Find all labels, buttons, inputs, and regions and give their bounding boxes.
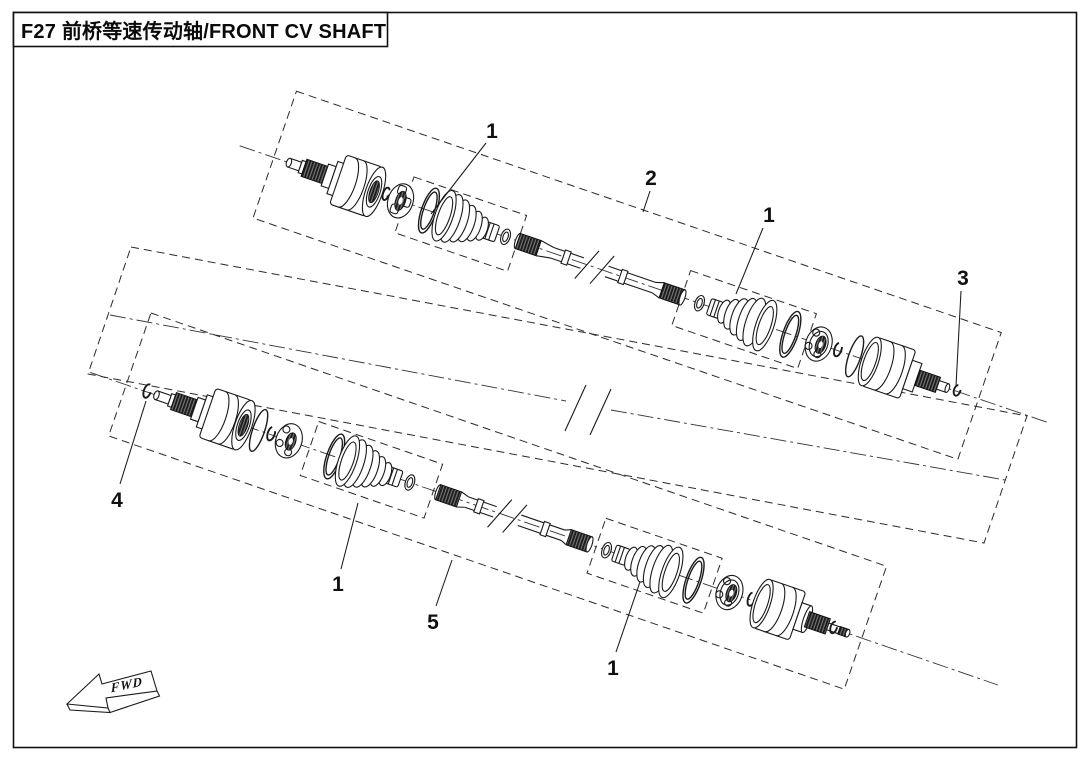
boot-ring-large [779, 310, 802, 358]
boot-clamp-small [500, 228, 512, 246]
callout-2: 2 [645, 167, 657, 190]
cv-boot [334, 435, 404, 488]
inner-stub-shaft [285, 157, 337, 190]
retaining-circlip-icon [381, 186, 391, 201]
internal-spline-bore [368, 180, 380, 204]
callout-1d: 1 [607, 657, 619, 680]
inner-joint-cage [386, 183, 415, 219]
snap-ring-icon [266, 426, 277, 442]
fwd-direction-marker: FWD [65, 670, 161, 714]
inner-joint-cage [274, 423, 303, 459]
axle-shaft-upper [513, 232, 687, 306]
cv-boot-kit-inner [417, 187, 512, 246]
outer-joint-housing [749, 578, 851, 640]
cv-boot [706, 297, 778, 352]
outer-joint-housing [857, 336, 951, 399]
complete-shaft-group-box [87, 246, 1028, 544]
large-circlip-icon [248, 408, 269, 453]
boot-ring-large [682, 556, 705, 604]
shaft-break-marks [487, 499, 528, 533]
upper-cv-shaft-assembly [239, 90, 1050, 460]
cv-boot [611, 544, 684, 599]
callout-1a: 1 [486, 120, 498, 143]
callout-1c: 1 [332, 573, 344, 596]
cv-boot-kit-outer [600, 541, 705, 604]
shaft-circlip-icon [142, 383, 153, 399]
spline-section [803, 611, 832, 635]
large-circlip-icon [844, 335, 865, 378]
callout-1b: 1 [763, 204, 775, 227]
shaft-break-marks [564, 384, 612, 436]
inner-joint-housing [326, 155, 387, 218]
callouts: 1 2 1 3 4 1 5 1 [111, 120, 969, 680]
callout-3: 3 [957, 267, 969, 290]
title-box [12, 11, 389, 48]
lower-cv-shaft-assembly [90, 312, 999, 690]
internal-spline-bore [237, 413, 250, 437]
upper-assembly-box [252, 90, 1002, 460]
inner-stub-shaft [153, 390, 207, 423]
callout-4: 4 [111, 489, 123, 512]
lower-inner-boot-kit-box [299, 420, 444, 519]
title-block: F27 前桥等速传动轴/FRONT CV SHAFT [12, 11, 389, 48]
axle-shaft-lower [434, 484, 594, 553]
assembled-axle-centerline [109, 314, 1006, 481]
boot-clamp-small [600, 541, 613, 559]
shaft-break-marks [574, 250, 615, 285]
fwd-arrow-icon [65, 670, 158, 709]
page-title: F27 前桥等速传动轴/FRONT CV SHAFT [21, 19, 386, 43]
cv-boot-kit-outer [693, 294, 802, 358]
stub-washer-icon [952, 384, 962, 397]
inner-joint-housing [195, 388, 256, 451]
page-border [12, 11, 1078, 749]
boot-clamp-small [404, 474, 416, 491]
cv-boot [431, 189, 500, 243]
boot-clamp-small [693, 294, 706, 312]
fwd-label: FWD [110, 674, 143, 696]
cv-boot-kit-inner [323, 433, 416, 491]
stub-washer-icon [829, 620, 839, 635]
outer-joint-cage [804, 326, 833, 362]
outer-joint-cage [715, 574, 744, 611]
snap-ring-icon [832, 341, 843, 358]
callout-5: 5 [427, 611, 439, 634]
